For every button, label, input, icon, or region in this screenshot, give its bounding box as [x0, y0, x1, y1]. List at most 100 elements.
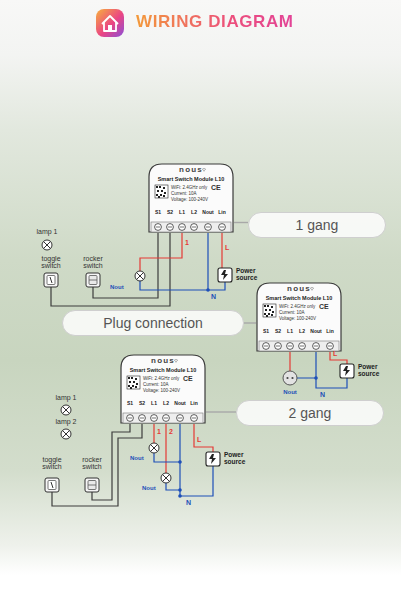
gang1-wiring: [208, 282, 225, 290]
module-text: CE: [183, 375, 193, 382]
qr-code: [129, 381, 131, 383]
terminal-screw: [191, 224, 198, 231]
title-icon: [102, 16, 118, 31]
gang2-symbols: [61, 429, 71, 439]
gang1-wiring: [51, 233, 225, 306]
gang2-symbols: [161, 473, 171, 483]
module-text: Nout: [174, 401, 185, 406]
qr-code: [128, 377, 130, 379]
terminal-screw: [219, 224, 226, 231]
terminal-screw: [168, 227, 172, 228]
wiring-label: Nout: [142, 485, 162, 491]
terminal-screw: [192, 418, 196, 419]
gang1-wiring: [51, 233, 170, 306]
module-text: L2: [163, 401, 169, 406]
terminal-strip: [259, 341, 339, 351]
module-text: S2: [275, 329, 281, 334]
module-text: Current: 10A: [171, 192, 197, 197]
wiring-label: N: [320, 391, 328, 398]
plug-symbols: [340, 364, 354, 378]
terminal-screw: [167, 224, 174, 231]
gang2-wiring: [52, 424, 142, 506]
switch-module: nousSmart Switch Module L10WiFi: 2.4GHz …: [120, 354, 206, 424]
wiring-label: L: [333, 350, 341, 357]
terminal-screw: [205, 224, 212, 231]
plug-symbols: [283, 364, 354, 385]
qr-code: [263, 304, 276, 317]
wiring-label: rocker switch: [78, 255, 108, 270]
terminal-screw: [220, 227, 224, 228]
qr-code: [272, 311, 274, 313]
module-text: L2: [299, 329, 305, 334]
terminal-screw: [287, 343, 294, 350]
qr-code: [268, 313, 270, 315]
qr-code: [155, 185, 168, 198]
gang1-wiring: [140, 233, 208, 290]
terminal-strip: [151, 222, 231, 232]
terminal-screw: [127, 415, 134, 422]
wiring-label: 1: [157, 428, 165, 435]
gang2-symbols: [178, 488, 182, 492]
terminal-screw: [151, 415, 158, 422]
module-text: nous: [179, 166, 203, 174]
terminal-screw: [164, 418, 168, 419]
plug-wiring: [330, 352, 347, 364]
module-text: L1: [287, 329, 293, 334]
plug-wiring: [316, 378, 347, 388]
qr-code: [264, 305, 266, 307]
callout-band: Plug connection: [62, 310, 244, 336]
module-text: Smart Switch Module L10: [266, 296, 333, 302]
qr-code: [136, 383, 138, 385]
qr-code: [265, 309, 267, 311]
module-text: S1: [155, 210, 161, 215]
wiring-label: 2: [169, 428, 177, 435]
gang2-symbols: [178, 460, 182, 464]
module-text: CE: [319, 303, 329, 310]
qr-code: [271, 306, 273, 308]
module-text: nous: [287, 285, 311, 293]
terminal-screw: [276, 346, 280, 347]
wiring-label: lamp 2: [50, 418, 82, 425]
module-text: Smart Switch Module L10: [158, 177, 225, 183]
gang2-wiring: [194, 424, 213, 452]
qr-code: [269, 309, 271, 311]
module-text: Voltage: 100-240V: [143, 389, 180, 394]
gang2-symbols: [45, 478, 59, 492]
band-text: Plug connection: [103, 316, 203, 331]
gang1-symbols: [218, 268, 232, 282]
qr-code: [132, 385, 134, 387]
qr-code: [267, 305, 269, 307]
module-text: nous: [151, 357, 175, 365]
terminal-screw: [163, 415, 170, 422]
gang2-wiring: [166, 483, 180, 490]
terminal-screw: [177, 415, 184, 422]
callout-band: 1 gang: [248, 212, 386, 238]
plug-wiring: [290, 352, 347, 388]
qr-code: [156, 186, 158, 188]
gang2-wiring: [165, 424, 166, 473]
wiring-label: Nout: [279, 389, 301, 395]
gang1-symbols: [135, 271, 145, 281]
module-text: Smart Switch Module L10: [130, 368, 197, 374]
wiring-label: lamp 1: [31, 228, 63, 235]
module-text: WiFi: 2.4GHz only: [143, 377, 179, 382]
terminal-screw: [192, 227, 196, 228]
gang2-wiring: [180, 466, 213, 496]
gang1-symbols: [42, 240, 232, 292]
band-leader: [234, 222, 248, 223]
gang2-wiring: [179, 424, 180, 496]
gang1-symbols: [44, 273, 58, 287]
terminal-strip: [123, 413, 203, 423]
qr-code: [157, 190, 159, 192]
module-text: L1: [179, 210, 185, 215]
wiring-label: Nout: [130, 455, 150, 461]
terminal-screw: [156, 227, 160, 228]
gang1-wiring: [93, 233, 158, 298]
terminal-screw: [299, 343, 306, 350]
qr-code: [264, 313, 266, 315]
terminal-screw: [155, 224, 162, 231]
module-text: S2: [139, 401, 145, 406]
qr-code: [135, 378, 137, 380]
qr-code: [266, 315, 268, 317]
